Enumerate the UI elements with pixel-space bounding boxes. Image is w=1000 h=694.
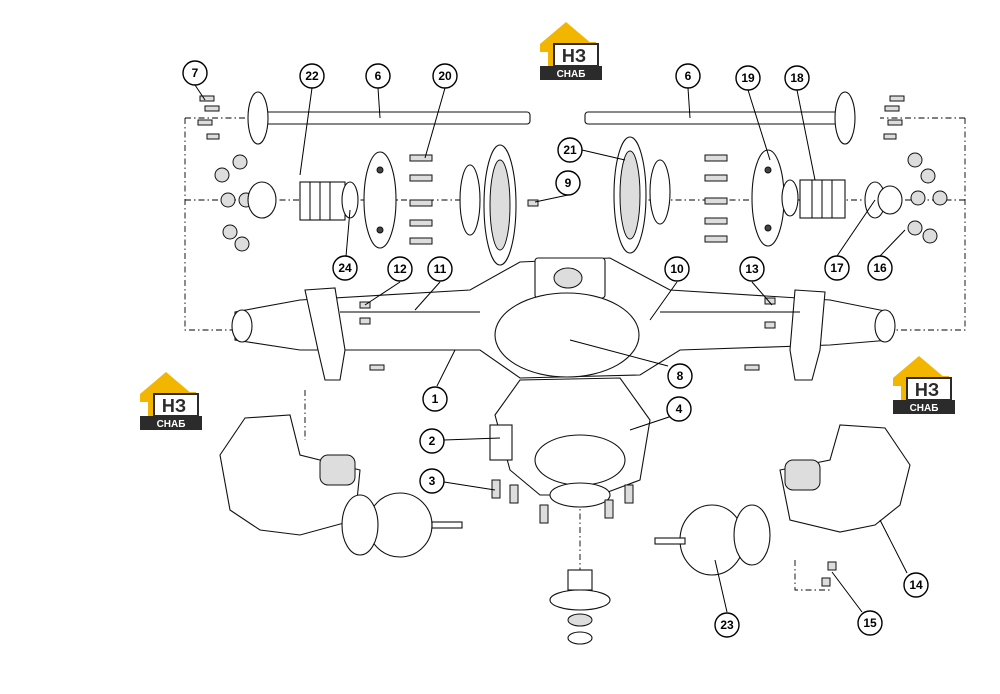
logo-mark: НЗ (162, 396, 186, 416)
differential (489, 377, 651, 524)
callout-8: 8 (667, 363, 693, 389)
svg-text:8: 8 (677, 369, 684, 383)
callout-4: 4 (666, 396, 692, 422)
axle-shaft-right (584, 91, 856, 145)
leader-lines (194, 84, 908, 613)
logo-text: СНАБ (910, 403, 939, 414)
callout-13: 13 (739, 256, 765, 282)
svg-text:20: 20 (438, 69, 452, 83)
callout-12: 12 (387, 256, 413, 282)
callout-15: 15 (857, 610, 883, 636)
svg-text:19: 19 (741, 71, 755, 85)
bolts-left (197, 95, 254, 252)
callout-21: 21 (557, 137, 583, 163)
svg-text:10: 10 (670, 262, 684, 276)
brake-caliper-right (654, 424, 911, 587)
hub-left (247, 151, 433, 249)
svg-text:9: 9 (565, 176, 572, 190)
svg-text:6: 6 (685, 69, 692, 83)
brake-drum-right (613, 136, 671, 254)
callout-6-right: 6 (675, 63, 701, 89)
svg-text:18: 18 (790, 71, 804, 85)
callout-7: 7 (182, 60, 208, 86)
svg-text:2: 2 (429, 434, 436, 448)
callout-14: 14 (903, 572, 929, 598)
logo-top: НЗ СНАБ (539, 21, 603, 81)
logo-text: СНАБ (157, 419, 186, 430)
svg-text:16: 16 (873, 261, 887, 275)
callout-2: 2 (419, 428, 445, 454)
callout-10: 10 (664, 256, 690, 282)
svg-text:14: 14 (909, 578, 923, 592)
svg-text:13: 13 (745, 262, 759, 276)
bolts-right (883, 95, 948, 244)
callout-18: 18 (784, 65, 810, 91)
svg-text:6: 6 (375, 69, 382, 83)
svg-text:21: 21 (563, 143, 577, 157)
svg-text:11: 11 (434, 262, 447, 276)
logo-mark: НЗ (562, 46, 586, 66)
callout-16: 16 (867, 255, 893, 281)
logo-left: НЗ СНАБ (139, 371, 203, 431)
hub-right (704, 149, 903, 247)
callout-19: 19 (735, 65, 761, 91)
logo-right: НЗ СНАБ (892, 355, 956, 415)
callout-1: 1 (422, 386, 448, 412)
svg-text:15: 15 (863, 616, 877, 630)
svg-text:24: 24 (338, 261, 352, 275)
svg-text:4: 4 (676, 402, 683, 416)
callout-11: 11 (427, 256, 453, 282)
svg-text:17: 17 (830, 261, 844, 275)
svg-text:3: 3 (429, 474, 436, 488)
callout-23: 23 (714, 612, 740, 638)
callout-17: 17 (824, 255, 850, 281)
logo-mark: НЗ (915, 380, 939, 400)
brake-caliper-left (219, 414, 463, 558)
callout-22: 22 (299, 63, 325, 89)
axle-housing (231, 257, 896, 381)
svg-text:22: 22 (305, 69, 319, 83)
svg-text:12: 12 (393, 262, 407, 276)
svg-text:7: 7 (192, 66, 199, 80)
brake-drum-left (459, 144, 517, 266)
callout-3: 3 (419, 468, 445, 494)
axle-shaft-left (247, 91, 531, 145)
callout-9: 9 (555, 170, 581, 196)
small-pin (527, 199, 539, 207)
callout-24: 24 (332, 255, 358, 281)
callout-6-left: 6 (365, 63, 391, 89)
svg-text:1: 1 (432, 392, 439, 406)
logo-text: СНАБ (557, 69, 586, 80)
callout-20: 20 (432, 63, 458, 89)
svg-text:23: 23 (720, 618, 734, 632)
pinion-flange (549, 569, 611, 645)
